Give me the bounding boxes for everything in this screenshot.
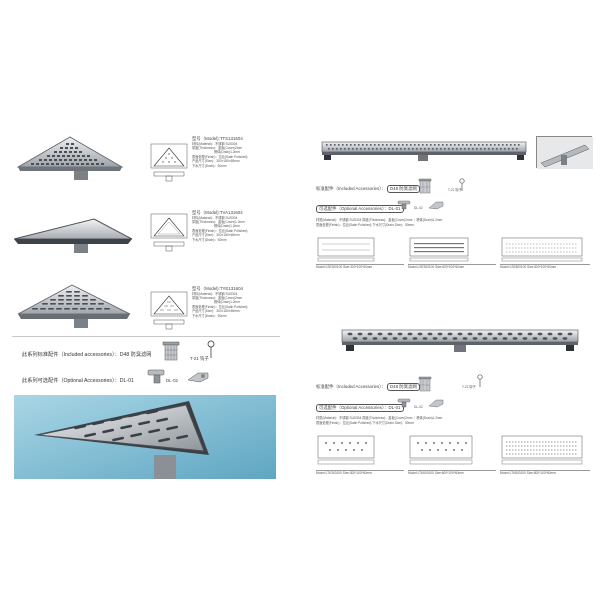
product-1-photo [14, 133, 126, 183]
rt-model-2: Model:LSE300100 Size:600*100*60mm [408, 236, 498, 276]
rt-drain-adapter-dl01-icon [397, 200, 411, 210]
product-3-specs: 型号（Model):TYE131604 材料(Material)：不锈钢 SUS… [192, 286, 248, 318]
dl02-label: DL-02 [166, 378, 178, 383]
drain-adapter-dl02-icon [186, 370, 210, 384]
rt-strainer-basket-icon [418, 178, 432, 194]
product-2-model: 型号（Model):TVA131604 [192, 210, 243, 215]
product-2-photo [10, 215, 135, 257]
rb-included-label: 标准配件（Included Accessories）： D48 防臭滤网 [316, 383, 420, 391]
product-2-specs: 型号（Model):TVA131604 材料(Material)：不锈钢 SUS… [192, 210, 248, 242]
rt-t21-label: T-21 钩子 [448, 188, 462, 192]
rt-specs-line2: 表面处理(Finish)：拉丝(Satin Polished) 下水尺寸(Dra… [316, 223, 414, 227]
rb-specs-line1: 材质(Material)：不锈钢 SUS304 厚度(Thickness)：盖板… [316, 416, 443, 420]
rb-model-1: Model:LTK300100 Size:300*100*60mm [316, 434, 406, 482]
rt-model-3: Model:LSE800100 Size:800*100*60mm [500, 236, 592, 276]
optional-accessories-label: 此系列可选配件（Optional Accessories）：DL-01 [22, 378, 134, 384]
product-1-drawing [150, 142, 188, 182]
product-1-model: 型号（Model):TTS131604 [192, 136, 243, 141]
rb-model-2: Model:LTK600100 Size:600*100*60mm [408, 434, 498, 482]
rt-optional-label: 可选配件（Optional Accessories）：DL-01 [316, 205, 404, 213]
linear-drain-grid-photo [318, 138, 530, 162]
rt-hook-icon [458, 178, 466, 192]
rb-specs-line2: 表面处理(Finish)：拉丝(Satin Polished) 下水尺寸(Dra… [316, 421, 414, 425]
installation-detail-photo [536, 136, 593, 169]
rb-drain-adapter-dl01-icon [397, 398, 411, 408]
divider [12, 336, 280, 337]
included-accessories-label: 此系列标准配件（Included accessories）：D48 防臭滤网 [22, 352, 152, 358]
rb-drain-adapter-dl02-icon [428, 398, 444, 408]
t21-label: T-21 钩子 [190, 356, 209, 361]
drain-adapter-dl01-icon [146, 368, 166, 384]
rb-dl02-label: DL-02 [414, 405, 423, 409]
rb-model-3: Model:LTK800100 Size:800*100*60mm [500, 434, 592, 482]
rb-d48-label: D48 防臭滤网 [387, 383, 420, 391]
rt-d48-label: D48 防臭滤网 [387, 185, 420, 193]
hook-icon [206, 340, 216, 360]
product-3-photo [14, 282, 134, 330]
product-2-drawing [150, 212, 188, 252]
rb-strainer-basket-icon [418, 376, 432, 392]
product-1-specs: 型号（Model):TTS131604 材料(Material)：不锈钢 SUS… [192, 136, 248, 168]
strainer-basket-icon [162, 340, 180, 362]
rb-t21-label: T-21 钩子 [462, 385, 476, 389]
product-scene-photo [14, 395, 276, 479]
linear-drain-holes-photo [338, 326, 582, 354]
rt-specs-line1: 材质(Material)：不锈钢 SUS304 厚度(Thickness)：盖板… [316, 218, 443, 222]
rb-hook-icon [476, 374, 484, 388]
rb-optional-label: 可选配件（Optional Accessories）：DL-01 [316, 404, 404, 412]
product-3-model: 型号（Model):TYE131604 [192, 286, 244, 291]
rt-dl02-label: DL-02 [414, 206, 423, 210]
product-3-drawing [150, 290, 188, 330]
rt-included-label: 标准配件（Included Accessories）： D48 防臭滤网 [316, 185, 420, 193]
rt-model-1: Model:LSE300100 Size:300*100*60mm [316, 236, 406, 276]
rt-drain-adapter-dl02-icon [428, 200, 444, 210]
